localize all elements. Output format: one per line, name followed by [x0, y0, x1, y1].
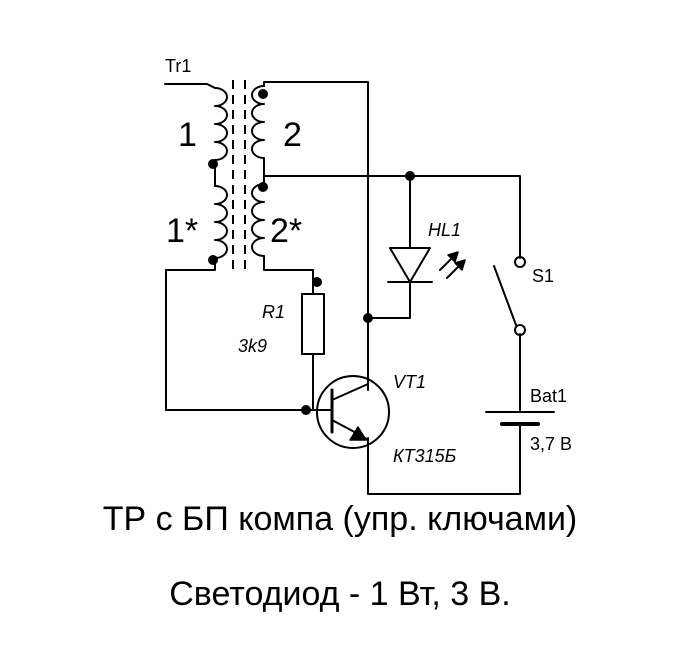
resistor-r1: [301, 293, 325, 355]
switch-bottom-contact: [514, 324, 526, 336]
switch-lever: [493, 265, 517, 326]
dot-winding-2-start: [258, 89, 268, 99]
led-hl1: [387, 231, 466, 283]
junction-dots: [208, 89, 415, 415]
label-winding-2: 2: [283, 116, 302, 154]
label-winding-1-star: 1*: [166, 212, 198, 250]
winding-2-star-coil: [251, 183, 265, 257]
dot-r1-top: [312, 277, 322, 287]
label-tr1: Tr1: [165, 56, 191, 76]
transistor-vt1: [316, 375, 390, 449]
switch-s1: [493, 256, 526, 336]
dot-winding-1-start: [208, 159, 218, 169]
label-vt1: VT1: [393, 372, 426, 392]
label-winding-2-star: 2*: [270, 212, 302, 250]
dot-winding-2-star-start: [258, 182, 268, 192]
dot-base-node: [301, 405, 311, 415]
led-arrow-2: [454, 259, 466, 271]
label-hl1: HL1: [428, 220, 461, 240]
winding-1-coil: [214, 87, 228, 161]
dot-winding-1-star-end: [208, 255, 218, 265]
transformer-tr1: [214, 80, 265, 272]
dot-collector-node: [363, 313, 373, 323]
winding-1-star-coil: [214, 185, 228, 259]
label-r1: R1: [262, 302, 285, 322]
switch-top-contact: [514, 256, 526, 268]
label-bat1: Bat1: [530, 386, 567, 406]
led-triangle: [389, 247, 431, 283]
caption-subtitle: Светодиод - 1 Вт, 3 В.: [169, 575, 511, 613]
winding-2-coil: [251, 85, 265, 159]
label-transistor-type: КТ315Б: [393, 446, 457, 466]
dot-led-node: [405, 171, 415, 181]
label-s1: S1: [532, 266, 554, 286]
caption-title: ТР с БП компа (упр. ключами): [102, 500, 578, 538]
label-r1-value: 3k9: [238, 336, 267, 356]
label-winding-1: 1: [178, 116, 197, 154]
battery-bat1: [485, 411, 555, 426]
transistor-collector: [331, 383, 369, 401]
led-arrow-1: [447, 251, 459, 263]
label-battery-voltage: 3,7 В: [530, 434, 572, 454]
wires: [164, 81, 521, 495]
transistor-body: [316, 375, 390, 449]
